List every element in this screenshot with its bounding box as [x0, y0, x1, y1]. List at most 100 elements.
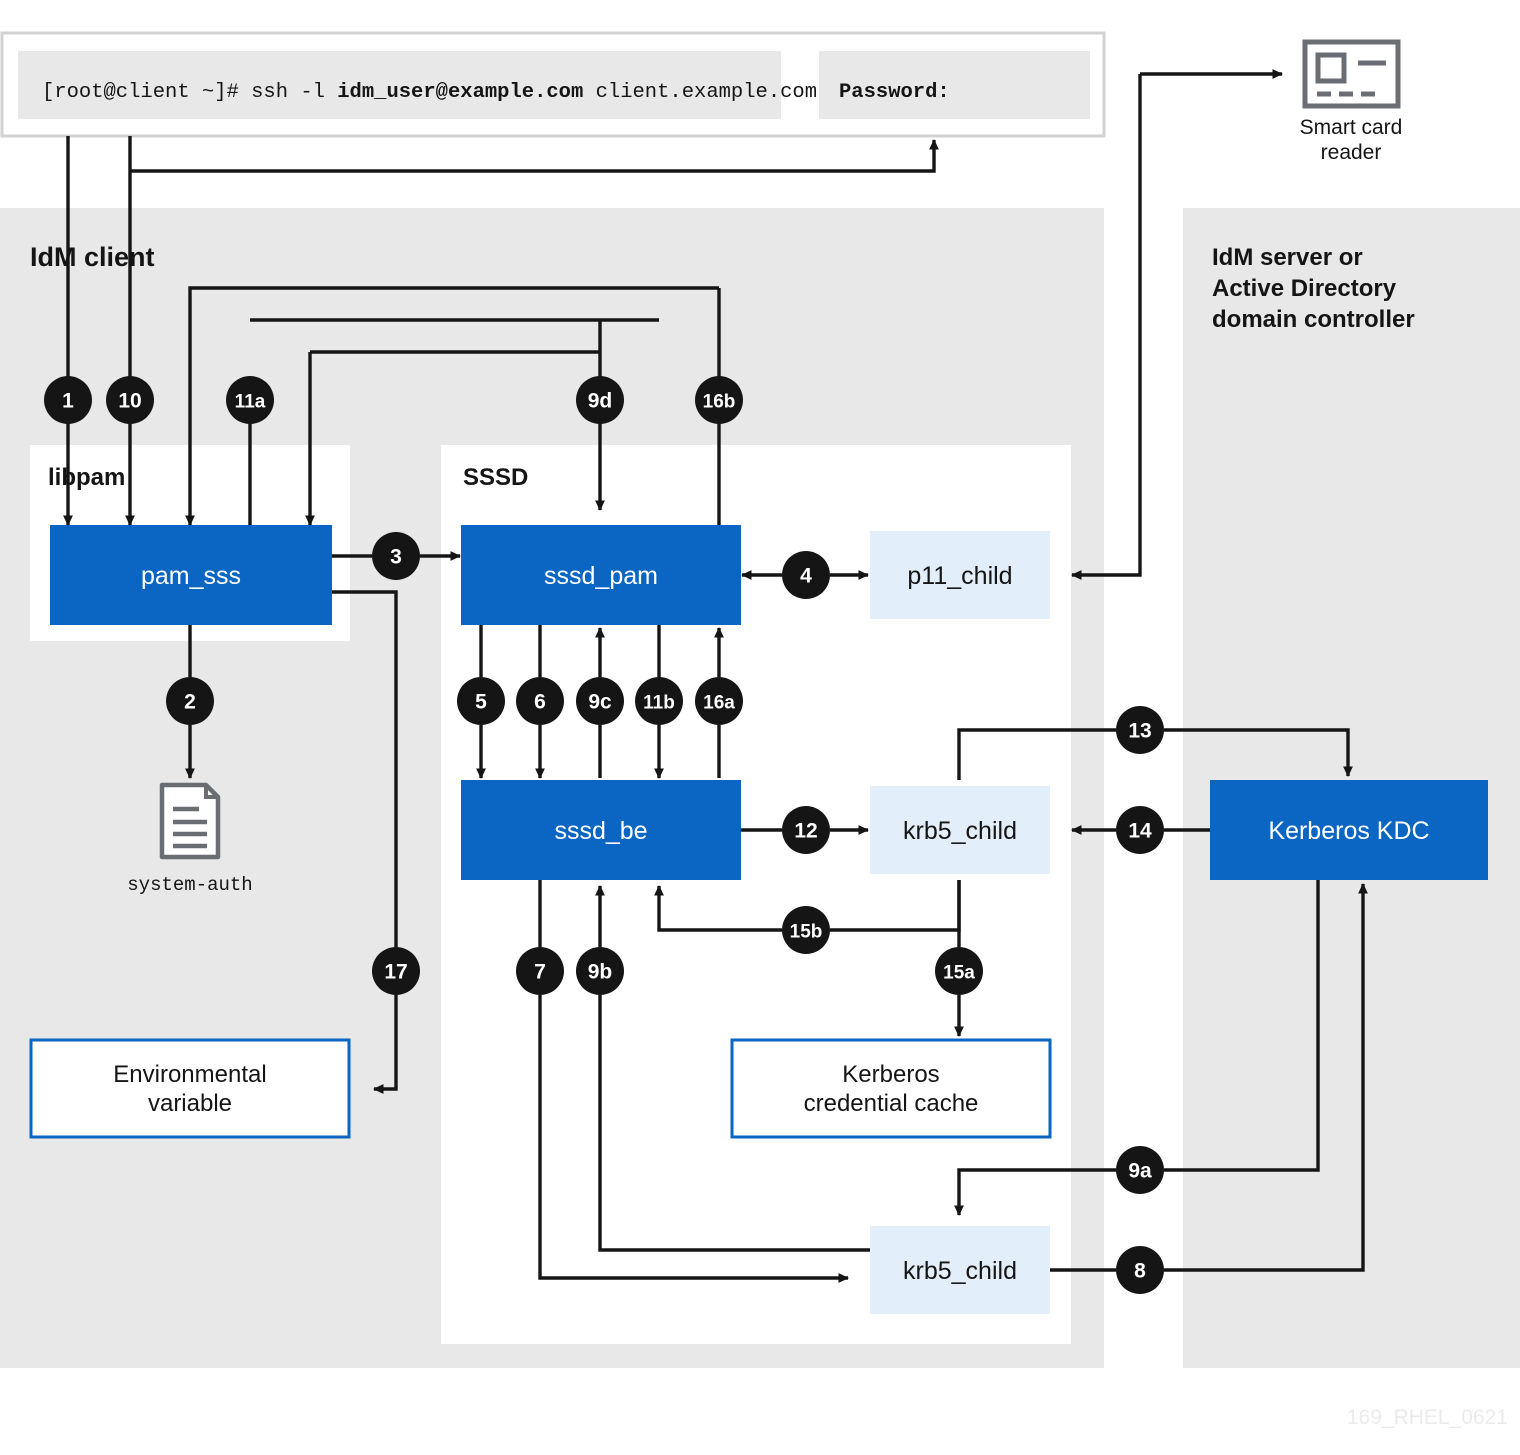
step-badge-circle [516, 947, 564, 995]
step-badge-label: 16b [703, 392, 736, 413]
step-badge-10: 10 [106, 376, 154, 424]
step-badge-11a: 11a [226, 376, 274, 424]
connector-8-b [1164, 883, 1368, 1272]
step-badge-17: 17 [372, 947, 420, 995]
step-badge-9a: 9a [1116, 1146, 1164, 1194]
step-badge-label: 9c [588, 691, 612, 714]
step-badge-16b: 16b [695, 376, 743, 424]
step-badge-15b: 15b [782, 906, 830, 954]
step-badge-circle [1116, 706, 1164, 754]
step-badge-circle [1116, 1146, 1164, 1194]
terminal-window: [root@client ~]# ssh -l idm_user@example… [0, 31, 1106, 138]
step-badge-label: 9d [588, 390, 613, 413]
step-badge-circle [457, 677, 505, 725]
step-badge-15a: 15a [935, 947, 983, 995]
smart-card-label-line1: Smart card [1300, 116, 1403, 139]
terminal-command-field[interactable] [18, 51, 781, 119]
kerberos-credential-cache-box[interactable] [730, 1038, 1052, 1139]
step-badge-circle [1116, 1246, 1164, 1294]
step-badge-label: 7 [534, 961, 546, 984]
step-badge-circle [782, 906, 830, 954]
step-badge-circle [372, 532, 420, 580]
step-badge-circle [372, 947, 420, 995]
step-badge-2: 2 [166, 677, 214, 725]
connector-9a-a [1164, 880, 1320, 1172]
step-badge-circle [695, 376, 743, 424]
step-badge-8: 8 [1116, 1246, 1164, 1294]
sssd-be-box[interactable] [461, 780, 741, 880]
connector-11a [185, 286, 719, 526]
step-badge-label: 11a [235, 392, 266, 413]
connector-9b-a [598, 995, 870, 1252]
step-badge-circle [576, 947, 624, 995]
idm-server-label-line1: IdM server or [1212, 244, 1363, 271]
step-badge-label: 9b [588, 961, 613, 984]
step-badge-label: 9a [1128, 1160, 1152, 1183]
document-icon [159, 782, 221, 860]
sssd-be-label: sssd_be [554, 817, 647, 845]
sssd-pam-box[interactable] [461, 525, 741, 625]
pam-sss-box[interactable] [50, 525, 332, 625]
cmd-suffix: client.example.com [583, 81, 817, 104]
step-badge-label: 10 [118, 390, 141, 413]
connector-15b-b [654, 885, 782, 932]
connector-17-a [332, 590, 398, 947]
env-var-label-line2: variable [148, 1090, 232, 1117]
step-badge-7: 7 [516, 947, 564, 995]
kerberos-kdc-box[interactable] [1210, 780, 1488, 880]
idm-client-panel-label: IdM client [30, 242, 155, 272]
step-badge-label: 3 [390, 546, 402, 569]
cred-cache-label-line1: Kerberos [842, 1061, 939, 1088]
step-badge-11b: 11b [635, 677, 683, 725]
sssd-pam-label: sssd_pam [544, 562, 658, 590]
step-badge-label: 11b [643, 693, 675, 714]
step-badge-circle [695, 677, 743, 725]
idm-server-label-line2: Active Directory [1212, 275, 1397, 302]
krb5-child-upper-box[interactable] [870, 786, 1050, 874]
terminal-command-text: [root@client ~]# ssh -l idm_user@example… [42, 81, 817, 104]
sssd-panel-label: SSSD [463, 464, 528, 491]
step-badge-label: 1 [62, 390, 74, 413]
step-badge-12: 12 [782, 806, 830, 854]
step-badge-circle [44, 376, 92, 424]
step-badge-14: 14 [1116, 806, 1164, 854]
idm-server-label-line3: domain controller [1212, 306, 1415, 333]
step-badge-label: 8 [1134, 1260, 1146, 1283]
step-badge-6: 6 [516, 677, 564, 725]
kerberos-kdc-label: Kerberos KDC [1268, 817, 1429, 845]
step-badge-16a: 16a [695, 677, 743, 725]
connector-17-b [373, 995, 398, 1094]
step-badge-4: 4 [782, 551, 830, 599]
step-badge-label: 6 [534, 691, 546, 714]
step-badge-label: 5 [475, 691, 487, 714]
connector-13-b [1164, 728, 1353, 777]
step-badge-9c: 9c [576, 677, 624, 725]
env-var-label-line1: Environmental [113, 1061, 266, 1088]
watermark-text: 169_RHEL_0621 [1347, 1406, 1508, 1429]
step-badge-circle [106, 376, 154, 424]
step-badge-circle [576, 677, 624, 725]
environmental-variable-box[interactable] [29, 1038, 351, 1139]
p11-child-label: p11_child [907, 562, 1012, 590]
connector-smartcard-to-p11 [1071, 74, 1142, 580]
step-badge-circle [935, 947, 983, 995]
step-badge-label: 15a [943, 963, 975, 984]
terminal-password-field[interactable] [819, 51, 1090, 119]
cred-cache-label-line2: credential cache [804, 1090, 979, 1117]
step-badge-label: 17 [384, 961, 407, 984]
step-badge-label: 4 [800, 565, 812, 588]
step-badge-circle [1116, 806, 1164, 854]
pam-sss-label: pam_sss [141, 562, 241, 590]
libpam-panel-label: libpam [48, 464, 125, 491]
step-badge-label: 2 [184, 691, 196, 714]
connector-13-a [957, 728, 1116, 780]
system-auth-label: system-auth [127, 874, 252, 896]
krb5-child-lower-box[interactable] [870, 1226, 1050, 1314]
step-badge-label: 16a [703, 693, 735, 714]
p11-child-box[interactable] [870, 531, 1050, 619]
step-badge-3: 3 [372, 532, 420, 580]
connector-10-to-password [130, 139, 939, 173]
connector-9a-b [954, 1168, 1116, 1216]
step-badge-label: 13 [1128, 720, 1151, 743]
